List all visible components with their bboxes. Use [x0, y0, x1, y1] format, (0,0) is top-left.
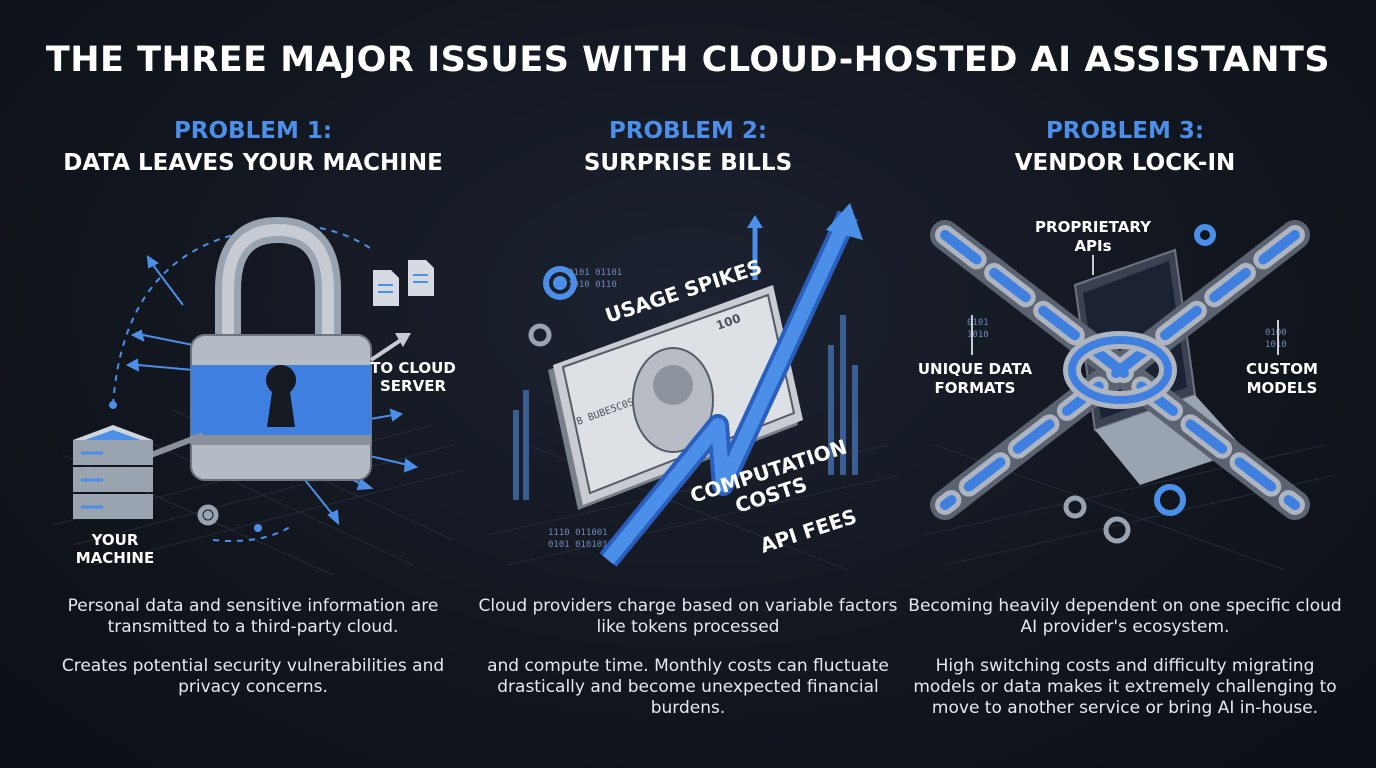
problem-2-number: PROBLEM 2: — [608, 118, 768, 144]
gear-icon — [197, 504, 219, 526]
problem-2-panel: PROBLEM 2: SURPRISE BILLS 0101 01101 101… — [468, 0, 908, 768]
label-proprietary: PROPRIETARY — [1035, 218, 1152, 236]
banknote-icon: B BUBE5C0S 100 — [548, 285, 803, 510]
problem-2-impact: and compute time. Monthly costs can fluc… — [487, 656, 889, 718]
problem-1-panel: PROBLEM 1: DATA LEAVES YOUR MACHINE — [33, 0, 473, 768]
svg-text:0101 01101: 0101 01101 — [568, 268, 622, 278]
problem-3-title: VENDOR LOCK-IN — [1014, 150, 1236, 176]
svg-text:0101: 0101 — [967, 318, 989, 328]
svg-text:1010: 1010 — [967, 330, 989, 340]
problem-1-number: PROBLEM 1: — [173, 118, 333, 144]
problem-3-panel: PROBLEM 3: VENDOR LOCK-IN 0101 1010 0100… — [905, 0, 1345, 768]
label-to-cloud: TO CLOUD — [370, 359, 456, 377]
label-your-machine-2: MACHINE — [76, 549, 154, 567]
page-title: THE THREE MAJOR ISSUES WITH CLOUD-HOSTED… — [45, 40, 1331, 80]
label-api-fees: API FEES — [757, 504, 859, 558]
label-custom: CUSTOM — [1246, 360, 1318, 378]
label-models: MODELS — [1247, 379, 1318, 397]
problem-1-illustration: YOUR MACHINE TO CLOUD SERVER — [52, 216, 464, 575]
problem-3-impact: High switching costs and difficulty migr… — [913, 656, 1337, 718]
svg-text:0101 010101: 0101 010101 — [548, 540, 608, 550]
problem-3-description: Becoming heavily dependent on one specif… — [908, 596, 1342, 637]
label-unique-data: UNIQUE DATA — [918, 360, 1033, 378]
problem-1-description: Personal data and sensitive information … — [67, 596, 439, 637]
svg-text:1110 011001: 1110 011001 — [548, 528, 608, 538]
label-cloud-server: SERVER — [380, 377, 446, 395]
label-your-machine: YOUR — [91, 531, 139, 549]
chain-icon — [930, 220, 1310, 520]
label-apis: APIs — [1074, 237, 1111, 255]
problem-2-title: SURPRISE BILLS — [583, 150, 793, 176]
problem-1-impact: Creates potential security vulnerabiliti… — [61, 656, 445, 697]
svg-text:0100: 0100 — [1265, 328, 1287, 338]
problem-2-illustration: 0101 01101 1010 0110 1110 011001 0101 01… — [487, 203, 899, 571]
problem-2-description: Cloud providers charge based on variable… — [478, 596, 898, 637]
document-icon — [373, 260, 434, 306]
problem-3-illustration: 0101 1010 0100 1010 — [918, 218, 1336, 571]
arrow-up-icon — [599, 203, 863, 567]
usage-bars — [513, 315, 858, 500]
server-icon — [73, 425, 153, 519]
gear-icon — [1154, 224, 1216, 516]
problem-1-title: DATA LEAVES YOUR MACHINE — [63, 150, 443, 176]
svg-text:1010: 1010 — [1265, 340, 1287, 350]
svg-text:1010 0110: 1010 0110 — [568, 280, 617, 290]
problem-3-number: PROBLEM 3: — [1045, 118, 1205, 144]
gear-icon — [543, 266, 577, 300]
padlock-icon — [190, 216, 411, 481]
data-flow-arc — [112, 224, 374, 406]
label-formats: FORMATS — [935, 379, 1016, 397]
